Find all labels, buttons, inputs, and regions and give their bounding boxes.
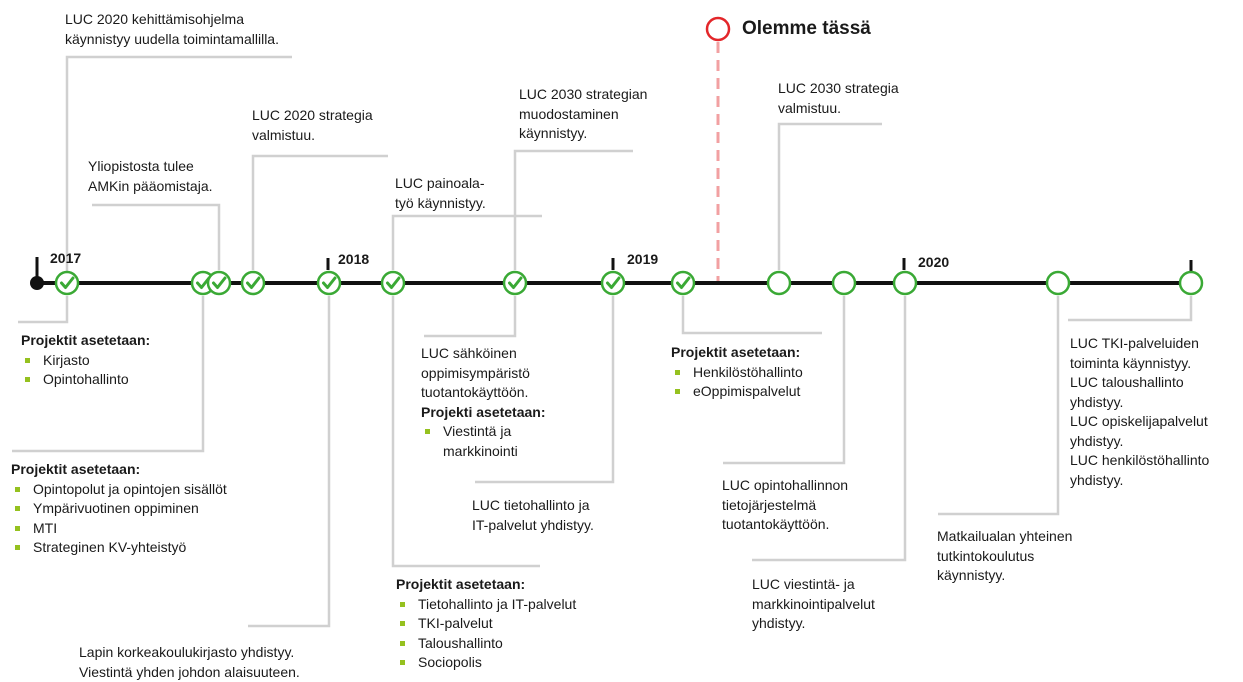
connectors xyxy=(12,55,1193,628)
milestone-completed xyxy=(600,270,626,296)
current-position-marker-icon xyxy=(705,16,731,42)
milestone-upcoming xyxy=(892,270,918,296)
milestone-completed xyxy=(502,270,528,296)
list-item: Ympärivuotinen oppiminen xyxy=(11,499,227,519)
connector-b7 xyxy=(681,296,822,335)
connector-b9 xyxy=(752,296,907,562)
check-icon xyxy=(212,276,227,289)
projects-block-1: Projektit asetetaan: Kirjasto Opintohall… xyxy=(21,331,150,390)
connector-b10 xyxy=(938,296,1060,516)
projects-block-2019: Projektit asetetaan: Henkilöstöhallinto … xyxy=(671,343,803,402)
milestone-completed xyxy=(240,270,266,296)
connector-b6 xyxy=(475,296,615,484)
milestone-completed xyxy=(670,270,696,296)
year-label-2020: 2020 xyxy=(918,254,950,270)
current-position-label: Olemme tässä xyxy=(742,18,871,39)
connector-b11 xyxy=(1068,296,1193,322)
milestone-upcoming xyxy=(766,270,792,296)
year-label-2017: 2017 xyxy=(50,250,82,266)
milestone-completed xyxy=(380,270,406,296)
milestone-completed xyxy=(206,270,232,296)
check-icon xyxy=(386,276,401,289)
milestones xyxy=(54,270,1204,296)
list-item: Viestintä ja xyxy=(421,422,546,442)
check-icon xyxy=(322,276,337,289)
milestone-completed xyxy=(54,270,80,296)
connector-e5 xyxy=(513,149,633,270)
check-icon xyxy=(606,276,621,289)
connector-e4 xyxy=(391,214,542,270)
check-icon xyxy=(196,276,211,289)
list-item: MTI xyxy=(11,519,227,539)
connector-e3 xyxy=(251,154,388,270)
year-label-2018: 2018 xyxy=(338,251,370,267)
milestone-upcoming xyxy=(831,270,857,296)
connector-e2 xyxy=(92,203,221,270)
connector-e1 xyxy=(65,55,292,283)
milestone-upcoming xyxy=(1178,270,1204,296)
check-icon xyxy=(60,276,75,289)
connector-b4 xyxy=(391,296,540,568)
list-item: Taloushallinto xyxy=(396,634,576,654)
connector-b3 xyxy=(248,296,331,628)
projects-block-2018: Projektit asetetaan: Tietohallinto ja IT… xyxy=(396,575,576,673)
year-label-2019: 2019 xyxy=(627,251,659,267)
event-focus-area-work-started: LUC painoala-työ käynnistyy. xyxy=(395,175,486,211)
milestone-upcoming xyxy=(1045,270,1071,296)
milestone-completed xyxy=(316,270,342,296)
year-ticks xyxy=(35,257,1193,283)
list-item: Strateginen KV-yhteistyö xyxy=(11,538,227,558)
check-icon xyxy=(246,276,261,289)
list-item: Tietohallinto ja IT-palvelut xyxy=(396,595,576,615)
list-item: Sociopolis xyxy=(396,653,576,673)
list-item: Opintohallinto xyxy=(21,370,150,390)
projects-block-2: Projektit asetetaan: Opintopolut ja opin… xyxy=(11,460,227,558)
list-item: eOppimispalvelut xyxy=(671,382,803,402)
check-icon xyxy=(508,276,523,289)
list-item: Kirjasto xyxy=(21,351,150,371)
check-icon xyxy=(676,276,691,289)
connector-e6 xyxy=(777,122,882,270)
list-item: Opintopolut ja opintojen sisällöt xyxy=(11,480,227,500)
event-library-merged: Lapin korkeakoulukirjasto yhdistyy.Viest… xyxy=(79,644,300,680)
list-item: Henkilöstöhallinto xyxy=(671,363,803,383)
list-item: TKI-palvelut xyxy=(396,614,576,634)
connector-b2 xyxy=(12,296,205,453)
connector-b5 xyxy=(424,296,517,338)
connector-b1 xyxy=(18,296,69,324)
connector-b8 xyxy=(723,296,846,465)
